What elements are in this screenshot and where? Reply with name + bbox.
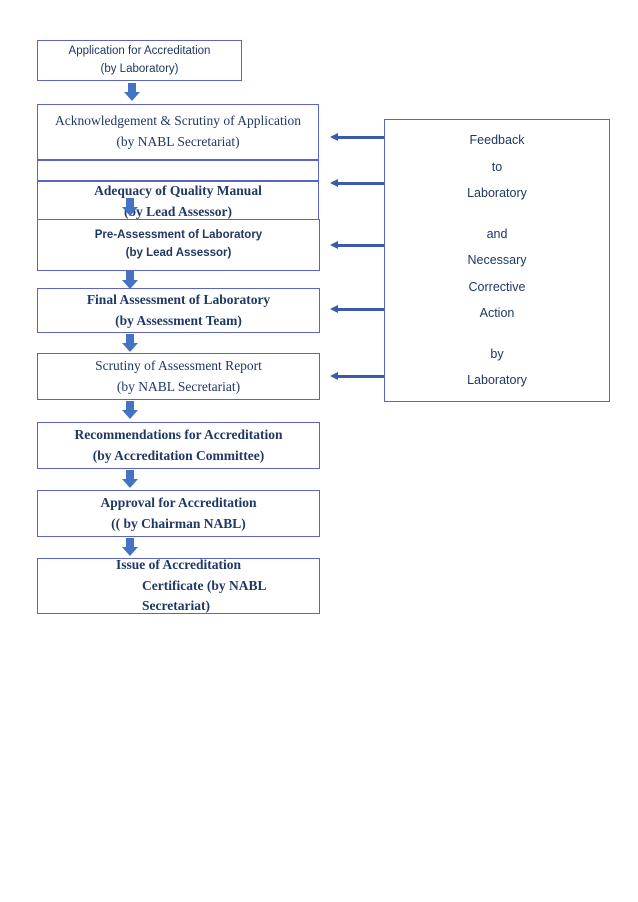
arrow-shaft [336, 308, 384, 312]
process-box-approval[interactable]: Approval for Accreditation (( by Chairma… [37, 490, 320, 537]
feedback-arrow-to-adequacy [330, 179, 384, 188]
arrow-shaft [336, 244, 384, 248]
box-line-secondary: (( by Chairman NABL) [111, 515, 246, 531]
arrow-head-left [330, 241, 338, 249]
down-arrow-3 [122, 271, 138, 290]
box-line-secondary: (by Laboratory) [100, 62, 179, 75]
down-arrow-5 [122, 401, 138, 420]
feedback-line-to: to [491, 159, 503, 174]
feedback-panel[interactable]: Feedback to Laboratory and Necessary Cor… [384, 119, 610, 402]
box-line-secondary: (by Lead Assessor) [123, 203, 232, 219]
arrow-shaft [336, 136, 384, 140]
feedback-arrow-to-acknowledgement [330, 133, 384, 142]
feedback-arrow-to-scrutiny-report [330, 372, 384, 381]
arrow-shaft [126, 470, 134, 480]
arrow-head [122, 280, 138, 289]
down-arrow-6 [122, 470, 138, 489]
spacer-box [37, 160, 319, 181]
arrow-head [122, 479, 138, 488]
box-line-primary: Adequacy of Quality Manual [94, 182, 262, 198]
box-line-tertiary: Secretariat) [142, 598, 210, 614]
arrow-shaft [128, 83, 136, 93]
arrow-head-left [330, 133, 338, 141]
feedback-line-necessary: Necessary [467, 253, 527, 268]
box-line-primary: Recommendations for Accreditation [74, 426, 283, 442]
down-arrow-7 [122, 538, 138, 557]
arrow-head-left [330, 179, 338, 187]
feedback-line-laboratory-2: Laboratory [467, 373, 527, 388]
process-box-issue-certificate[interactable]: Issue of Accreditation Certificate (by N… [37, 556, 320, 614]
arrow-head [124, 92, 140, 101]
arrow-shaft [126, 271, 134, 281]
arrow-shaft [126, 401, 134, 411]
arrow-head [122, 547, 138, 556]
box-line-primary: Acknowledgement & Scrutiny of Applicatio… [55, 113, 301, 129]
process-box-scrutiny-report[interactable]: Scrutiny of Assessment Report (by NABL S… [37, 353, 320, 400]
process-box-pre-assessment[interactable]: Pre-Assessment of Laboratory (by Lead As… [37, 219, 320, 271]
arrow-shaft [126, 538, 134, 548]
box-line-secondary: (by Lead Assessor) [125, 247, 232, 259]
process-box-adequacy[interactable]: Adequacy of Quality Manual (by Lead Asse… [37, 181, 319, 222]
arrow-head-left [330, 305, 338, 313]
down-arrow-1 [124, 83, 140, 102]
box-line-secondary: Certificate (by NABL [142, 577, 267, 593]
arrow-shaft [126, 334, 134, 344]
arrow-head [122, 207, 138, 216]
feedback-arrow-to-pre-assessment [330, 241, 384, 250]
box-line-primary: Scrutiny of Assessment Report [95, 357, 262, 373]
feedback-line-feedback: Feedback [469, 133, 525, 147]
process-box-application[interactable]: Application for Accreditation (by Labora… [37, 40, 242, 81]
feedback-line-laboratory: Laboratory [467, 186, 527, 201]
feedback-line-by: by [490, 346, 504, 361]
feedback-line-corrective: Corrective [468, 279, 526, 294]
feedback-line-and: and [486, 226, 508, 241]
arrow-shaft [126, 198, 134, 208]
arrow-head-left [330, 372, 338, 380]
arrow-head [122, 410, 138, 419]
arrow-head [122, 343, 138, 352]
box-line-primary: Application for Accreditation [68, 44, 211, 57]
down-arrow-2 [122, 198, 138, 217]
box-line-primary: Approval for Accreditation [100, 494, 257, 510]
box-line-secondary: (by NABL Secretariat) [116, 134, 240, 149]
process-box-recommendations[interactable]: Recommendations for Accreditation (by Ac… [37, 422, 320, 469]
box-line-primary: Final Assessment of Laboratory [86, 291, 271, 307]
box-line-primary: Issue of Accreditation [116, 556, 241, 572]
feedback-line-action: Action [479, 306, 515, 321]
process-box-acknowledgement[interactable]: Acknowledgement & Scrutiny of Applicatio… [37, 104, 319, 160]
box-line-secondary: (by Assessment Team) [115, 312, 242, 328]
process-box-final-assessment[interactable]: Final Assessment of Laboratory (by Asses… [37, 288, 320, 333]
arrow-shaft [336, 375, 384, 379]
box-line-secondary: (by Accreditation Committee) [92, 447, 265, 463]
arrow-shaft [336, 182, 384, 186]
feedback-arrow-to-final-assessment [330, 305, 384, 314]
box-line-secondary: (by NABL Secretariat) [116, 378, 241, 394]
box-line-primary: Pre-Assessment of Laboratory [94, 229, 263, 242]
down-arrow-4 [122, 334, 138, 353]
